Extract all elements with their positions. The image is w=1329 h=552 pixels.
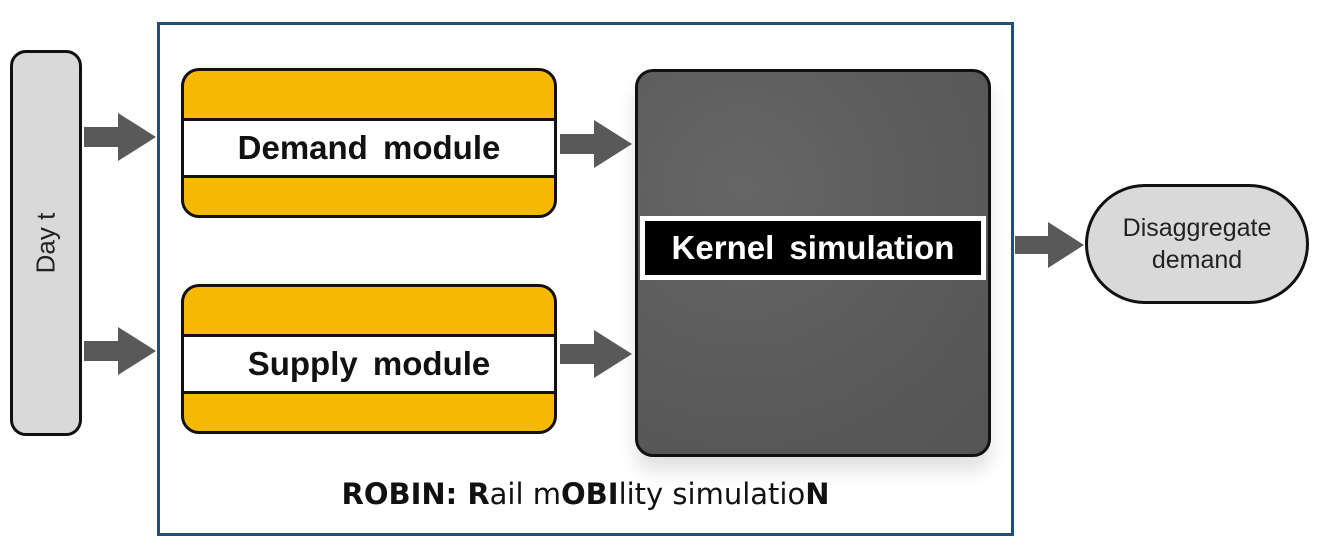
arrow-day-to-supply <box>84 327 156 375</box>
supply-module: Supply module <box>181 284 557 434</box>
arrow-kernel-to-output <box>1015 222 1084 268</box>
demand-module-label: Demand module <box>184 118 554 178</box>
disaggregate-demand-output: Disaggregate demand <box>1085 184 1309 304</box>
robin-caption: ROBIN: Rail mOBIlity simulatioN <box>157 477 1014 511</box>
supply-module-label: Supply module <box>184 334 554 394</box>
caption-part-4: lity simulatio <box>618 477 806 511</box>
caption-part-3: OBI <box>561 477 619 511</box>
output-line-1: Disaggregate <box>1122 214 1272 242</box>
output-line-2: demand <box>1151 246 1243 274</box>
caption-part-5: N <box>805 477 830 511</box>
caption-part-2: ail m <box>489 477 562 511</box>
caption-part-1: ROBIN: R <box>341 477 490 511</box>
day-t-label: Day t <box>30 212 61 274</box>
kernel-simulation-box: Kernel simulation <box>635 69 991 457</box>
arrow-day-to-demand <box>84 113 156 161</box>
kernel-simulation-label: Kernel simulation <box>640 216 986 280</box>
demand-module: Demand module <box>181 68 557 218</box>
day-t-box: Day t <box>10 50 82 436</box>
